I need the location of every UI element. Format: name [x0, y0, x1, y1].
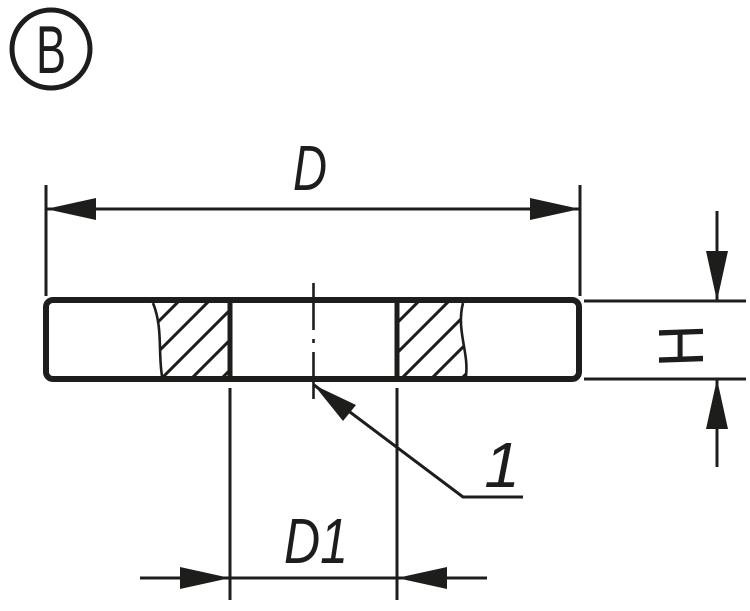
break-line-left [151, 302, 164, 377]
dimension-d1: D1 [140, 388, 487, 600]
dimension-d-label: D [293, 132, 327, 204]
arrowhead-right-icon [180, 567, 230, 589]
view-label: B [36, 12, 66, 88]
leader-arrowhead-icon [314, 385, 356, 421]
arrowhead-down-icon [706, 251, 728, 301]
arrowhead-left-icon [397, 567, 447, 589]
hatch-left [153, 303, 230, 376]
break-line-right [459, 302, 468, 377]
callout-1: 1 [313, 383, 523, 501]
hatch-right [397, 303, 467, 376]
dimension-d: D [44, 132, 582, 296]
view-label-badge: B [9, 7, 93, 91]
arrowhead-right-icon [530, 198, 580, 220]
dimension-h-label: H [645, 318, 717, 376]
callout-1-label: 1 [484, 429, 520, 501]
washer-section-view [43, 283, 582, 400]
arrowhead-left-icon [46, 198, 96, 220]
arrowhead-up-icon [706, 379, 728, 429]
view-label-circle [9, 7, 93, 91]
leader-line [313, 383, 523, 499]
dimension-d1-label: D1 [284, 505, 348, 577]
dimension-h: H [584, 211, 746, 467]
